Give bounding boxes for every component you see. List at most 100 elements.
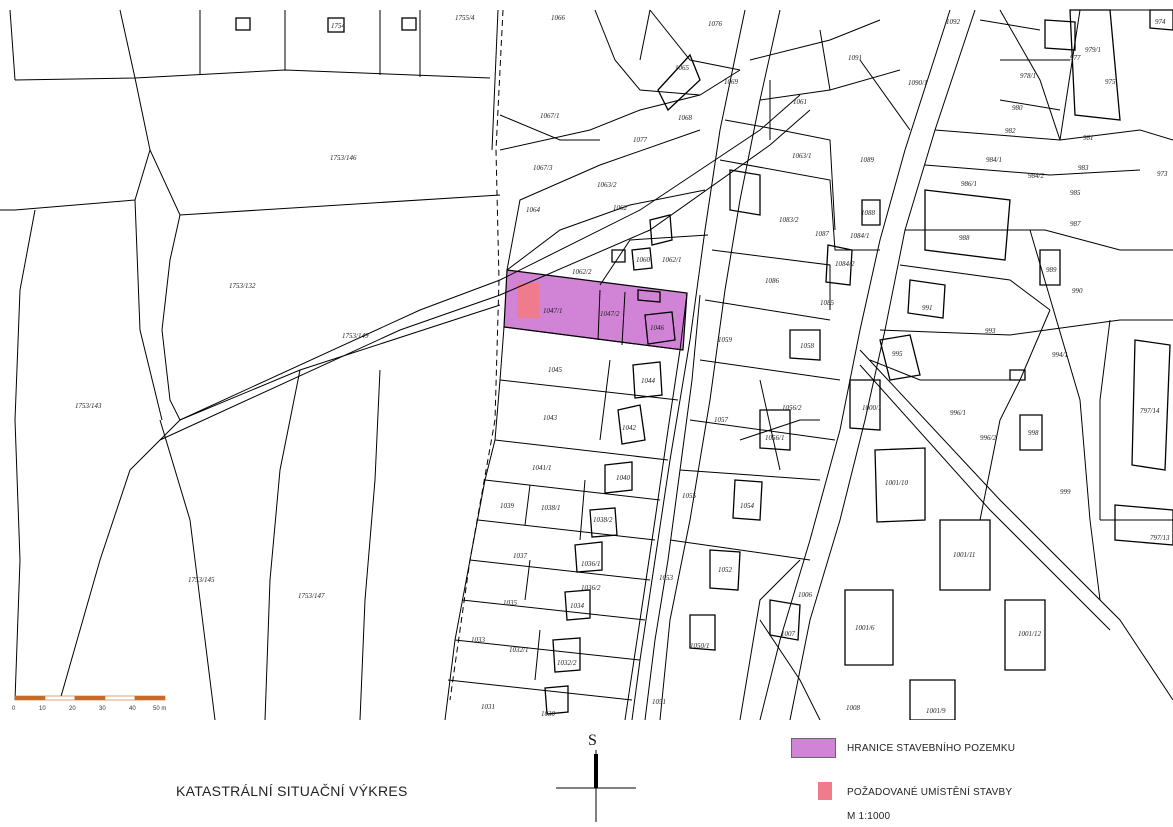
parcel-number: 1090/1 xyxy=(908,79,927,87)
parcel-number: 982 xyxy=(1005,127,1016,135)
parcel-number: 1040 xyxy=(616,474,631,482)
parcel-number: 1753/149 xyxy=(342,332,369,340)
drawing-title: KATASTRÁLNÍ SITUAČNÍ VÝKRES xyxy=(176,783,408,799)
parcel-number: 1063/1 xyxy=(792,152,811,160)
parcel-number: 1061 xyxy=(793,98,807,106)
parcel-number: 1063/2 xyxy=(597,181,617,189)
parcel-number: 1753/143 xyxy=(75,402,102,410)
parcel-number: 1085 xyxy=(820,299,835,307)
parcel-number: 1062/1 xyxy=(662,256,681,264)
parcel-number: 994/1 xyxy=(1052,351,1068,359)
parcel-number: 797/14 xyxy=(1140,407,1160,415)
parcel-number: 1753/132 xyxy=(229,282,256,290)
parcel-number: 1041/1 xyxy=(532,464,551,472)
parcel-number: 1038/1 xyxy=(541,504,560,512)
parcel-number: 1077 xyxy=(633,136,648,144)
parcel-number: 1753/147 xyxy=(298,592,325,600)
parcel-number: 985 xyxy=(1070,189,1081,197)
parcel-number: 1000/1 xyxy=(862,404,881,412)
parcel-number: 797/13 xyxy=(1150,534,1170,542)
scale-tick: 10 xyxy=(39,706,46,712)
parcel-number: 1083/2 xyxy=(779,216,799,224)
compass-letter: S xyxy=(588,732,597,749)
parcel-number: 991 xyxy=(922,304,933,312)
scale-tick: 40 xyxy=(129,706,136,712)
parcel-number: 988 xyxy=(959,234,970,242)
parcel-number: 1043 xyxy=(543,414,558,422)
parcel-number: 1068 xyxy=(678,114,693,122)
parcel-number: 1084/2 xyxy=(835,260,855,268)
legend-swatch-building-location xyxy=(818,782,832,800)
parcel-number: 1753/145 xyxy=(188,576,215,584)
parcel-number: 975 xyxy=(1105,78,1116,86)
parcel-number: 974 xyxy=(1155,18,1166,26)
parcel-number: 998 xyxy=(1028,429,1039,437)
compass-icon xyxy=(556,750,636,822)
parcel-number: 1031 xyxy=(481,703,495,711)
parcel-number: 989 xyxy=(1046,266,1057,274)
parcel-number: 1754 xyxy=(331,22,346,30)
parcel-number: 978/1 xyxy=(1020,72,1036,80)
parcel-number: 1001/10 xyxy=(885,479,908,487)
parcel-boundaries xyxy=(0,9,1173,720)
parcel-number: 1089 xyxy=(860,156,875,164)
parcel-number: 990 xyxy=(1072,287,1083,295)
parcel-number: 1051 xyxy=(652,698,666,706)
parcel-number: 993 xyxy=(985,327,996,335)
parcel-number: 996/1 xyxy=(950,409,966,417)
parcel-numbers: 1755/4 1754 1066 1076 1092 974 979/1 977… xyxy=(75,14,1170,718)
buildings xyxy=(235,9,1173,720)
map-scale: M 1:1000 xyxy=(847,811,891,822)
parcel-number: 1060 xyxy=(636,256,651,264)
parcel-number: 1092 xyxy=(946,18,961,26)
parcel-number: 987 xyxy=(1070,220,1081,228)
parcel-number: 1066 xyxy=(551,14,566,22)
parcel-number: 1087 xyxy=(815,230,830,238)
parcel-number: 1091 xyxy=(848,54,862,62)
scale-bar: 0 10 20 30 40 50 m xyxy=(12,695,166,712)
parcel-number: 1032/2 xyxy=(557,659,577,667)
parcel-number: 1067/3 xyxy=(533,164,553,172)
parcel-number: 1064 xyxy=(526,206,541,214)
parcel-number: 1054 xyxy=(740,502,755,510)
parcel-number: 1755/4 xyxy=(455,14,475,22)
parcel-number: 979/1 xyxy=(1085,46,1101,54)
legend-label-building-location: POŽADOVANÉ UMÍSTĚNÍ STAVBY xyxy=(847,787,1013,798)
scale-tick: 50 m xyxy=(153,706,166,712)
parcel-number: 1045 xyxy=(548,366,563,374)
parcel-number: 1056/2 xyxy=(782,404,802,412)
parcel-number: 1062 xyxy=(613,204,628,212)
parcel-number: 1067/1 xyxy=(540,112,559,120)
parcel-number: 1055 xyxy=(682,492,697,500)
parcel-number: 973 xyxy=(1157,170,1168,178)
cadastral-map: 1755/4 1754 1066 1076 1092 974 979/1 977… xyxy=(0,9,1173,720)
parcel-number: 981 xyxy=(1083,134,1094,142)
parcel-number: 1007 xyxy=(781,630,796,638)
parcel-number: 986/1 xyxy=(961,180,977,188)
parcel-number: 980 xyxy=(1012,104,1023,112)
parcel-number: 1036/1 xyxy=(581,560,600,568)
parcel-number: 1065 xyxy=(675,64,690,72)
parcel-number: 1039 xyxy=(500,502,515,510)
parcel-number: 1052 xyxy=(718,566,733,574)
scale-tick: 30 xyxy=(99,706,106,712)
parcel-number: 996/2 xyxy=(980,434,996,442)
parcel-number: 1050/1 xyxy=(690,642,709,650)
requested-building-location[interactable] xyxy=(517,283,539,318)
parcel-number: 1062/2 xyxy=(572,268,592,276)
parcel-number: 1076 xyxy=(708,20,723,28)
parcel-number: 1053 xyxy=(659,574,674,582)
parcel-number: 1034 xyxy=(570,602,585,610)
parcel-number: 1001/12 xyxy=(1018,630,1041,638)
parcel-number: 1033 xyxy=(471,636,486,644)
parcel-number: 995 xyxy=(892,350,903,358)
parcel-number: 1057 xyxy=(714,416,729,424)
parcel-number: 1036/2 xyxy=(581,584,601,592)
parcel-number: 1038/2 xyxy=(593,516,613,524)
parcel-number: 1058 xyxy=(800,342,815,350)
parcel-number: 983 xyxy=(1078,164,1089,172)
parcel-number: 984/1 xyxy=(986,156,1002,164)
legend-swatch-plot-boundary xyxy=(791,738,836,758)
parcel-number: 977 xyxy=(1070,54,1081,62)
parcel-number: 1086 xyxy=(765,277,780,285)
